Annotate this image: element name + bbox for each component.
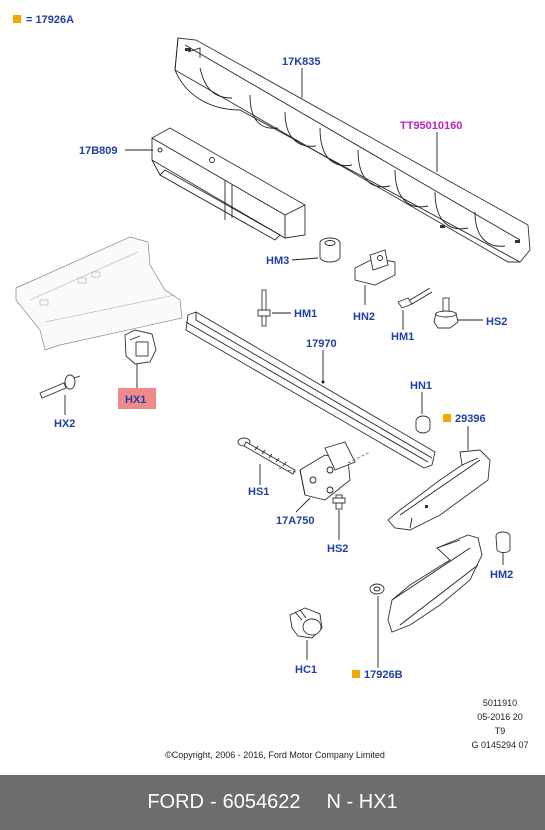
part-HM1-rivet-b bbox=[397, 287, 433, 309]
callout-HS1[interactable]: HS1 bbox=[248, 486, 269, 498]
callout-HN2[interactable]: HN2 bbox=[353, 311, 375, 323]
meta-line-2: 05-2016 20 bbox=[477, 712, 523, 722]
footer-brand: FORD bbox=[147, 791, 204, 813]
footer-separator: - bbox=[210, 791, 217, 813]
callout-29396[interactable]: 29396 bbox=[455, 413, 486, 425]
part-HS2-bolt-b bbox=[332, 494, 346, 510]
part-17926B-washer bbox=[369, 583, 385, 595]
callout-17970[interactable]: 17970 bbox=[306, 338, 337, 350]
part-29396 bbox=[387, 449, 491, 531]
meta-line-4: G 0145294 07 bbox=[471, 740, 529, 750]
callout-HS2-b[interactable]: HS2 bbox=[327, 543, 348, 555]
part-HM3-spacer bbox=[319, 237, 341, 263]
part-HX1-clip bbox=[124, 329, 157, 365]
part-17A750-bracket bbox=[299, 441, 356, 501]
callout-17926B[interactable]: 17926B bbox=[364, 669, 403, 681]
part-17970-bar bbox=[185, 311, 436, 469]
legend-text: = 17926A bbox=[26, 14, 74, 26]
callout-HX1[interactable]: HX1 bbox=[125, 394, 146, 406]
footer-part-number: 6054622 bbox=[222, 791, 301, 813]
callout-HN1[interactable]: HN1 bbox=[410, 380, 432, 392]
meta-line-1: 5011910 bbox=[482, 698, 518, 708]
part-17K835 bbox=[174, 37, 531, 263]
legend-marker-icon bbox=[13, 15, 21, 23]
leader-lines bbox=[64, 68, 504, 668]
part-HM1-rivet-a bbox=[257, 289, 271, 327]
part-HM2-cap bbox=[495, 531, 511, 553]
callout-HC1[interactable]: HC1 bbox=[295, 664, 317, 676]
part-HN1-nut bbox=[415, 415, 431, 434]
footer-bar: FORD - 6054622 N - HX1 bbox=[0, 775, 545, 830]
part-HX2-pin bbox=[39, 374, 81, 399]
footer-code: N - HX1 bbox=[326, 791, 398, 813]
callout-HM2[interactable]: HM2 bbox=[490, 569, 513, 581]
callout-HM1-a[interactable]: HM1 bbox=[294, 308, 317, 320]
part-17B809 bbox=[151, 127, 306, 241]
meta-line-3: T9 bbox=[494, 726, 506, 736]
marker-17926B-icon bbox=[352, 670, 360, 678]
callout-17A750[interactable]: 17A750 bbox=[276, 515, 315, 527]
callout-HM3[interactable]: HM3 bbox=[266, 255, 289, 267]
part-end-cap-left bbox=[15, 236, 183, 351]
callout-HM1-b[interactable]: HM1 bbox=[391, 331, 414, 343]
part-HS2-bolt-a bbox=[433, 297, 459, 329]
part-17926B bbox=[387, 534, 483, 633]
callout-17B809[interactable]: 17B809 bbox=[79, 145, 118, 157]
callout-TT95010160[interactable]: TT95010160 bbox=[400, 120, 462, 132]
copyright-text: ©Copyright, 2006 - 2016, Ford Motor Comp… bbox=[165, 750, 385, 760]
part-HS1-bolt bbox=[237, 437, 296, 475]
callout-HX2[interactable]: HX2 bbox=[54, 418, 75, 430]
callout-HS2-a[interactable]: HS2 bbox=[486, 316, 507, 328]
part-HN2-clip bbox=[354, 249, 396, 286]
marker-29396-icon bbox=[443, 414, 451, 422]
parts-diagram: = 17926A bbox=[13, 14, 531, 681]
hx1-highlight bbox=[118, 388, 156, 409]
part-HC1-clip bbox=[289, 607, 323, 639]
callout-17K835[interactable]: 17K835 bbox=[282, 56, 321, 68]
